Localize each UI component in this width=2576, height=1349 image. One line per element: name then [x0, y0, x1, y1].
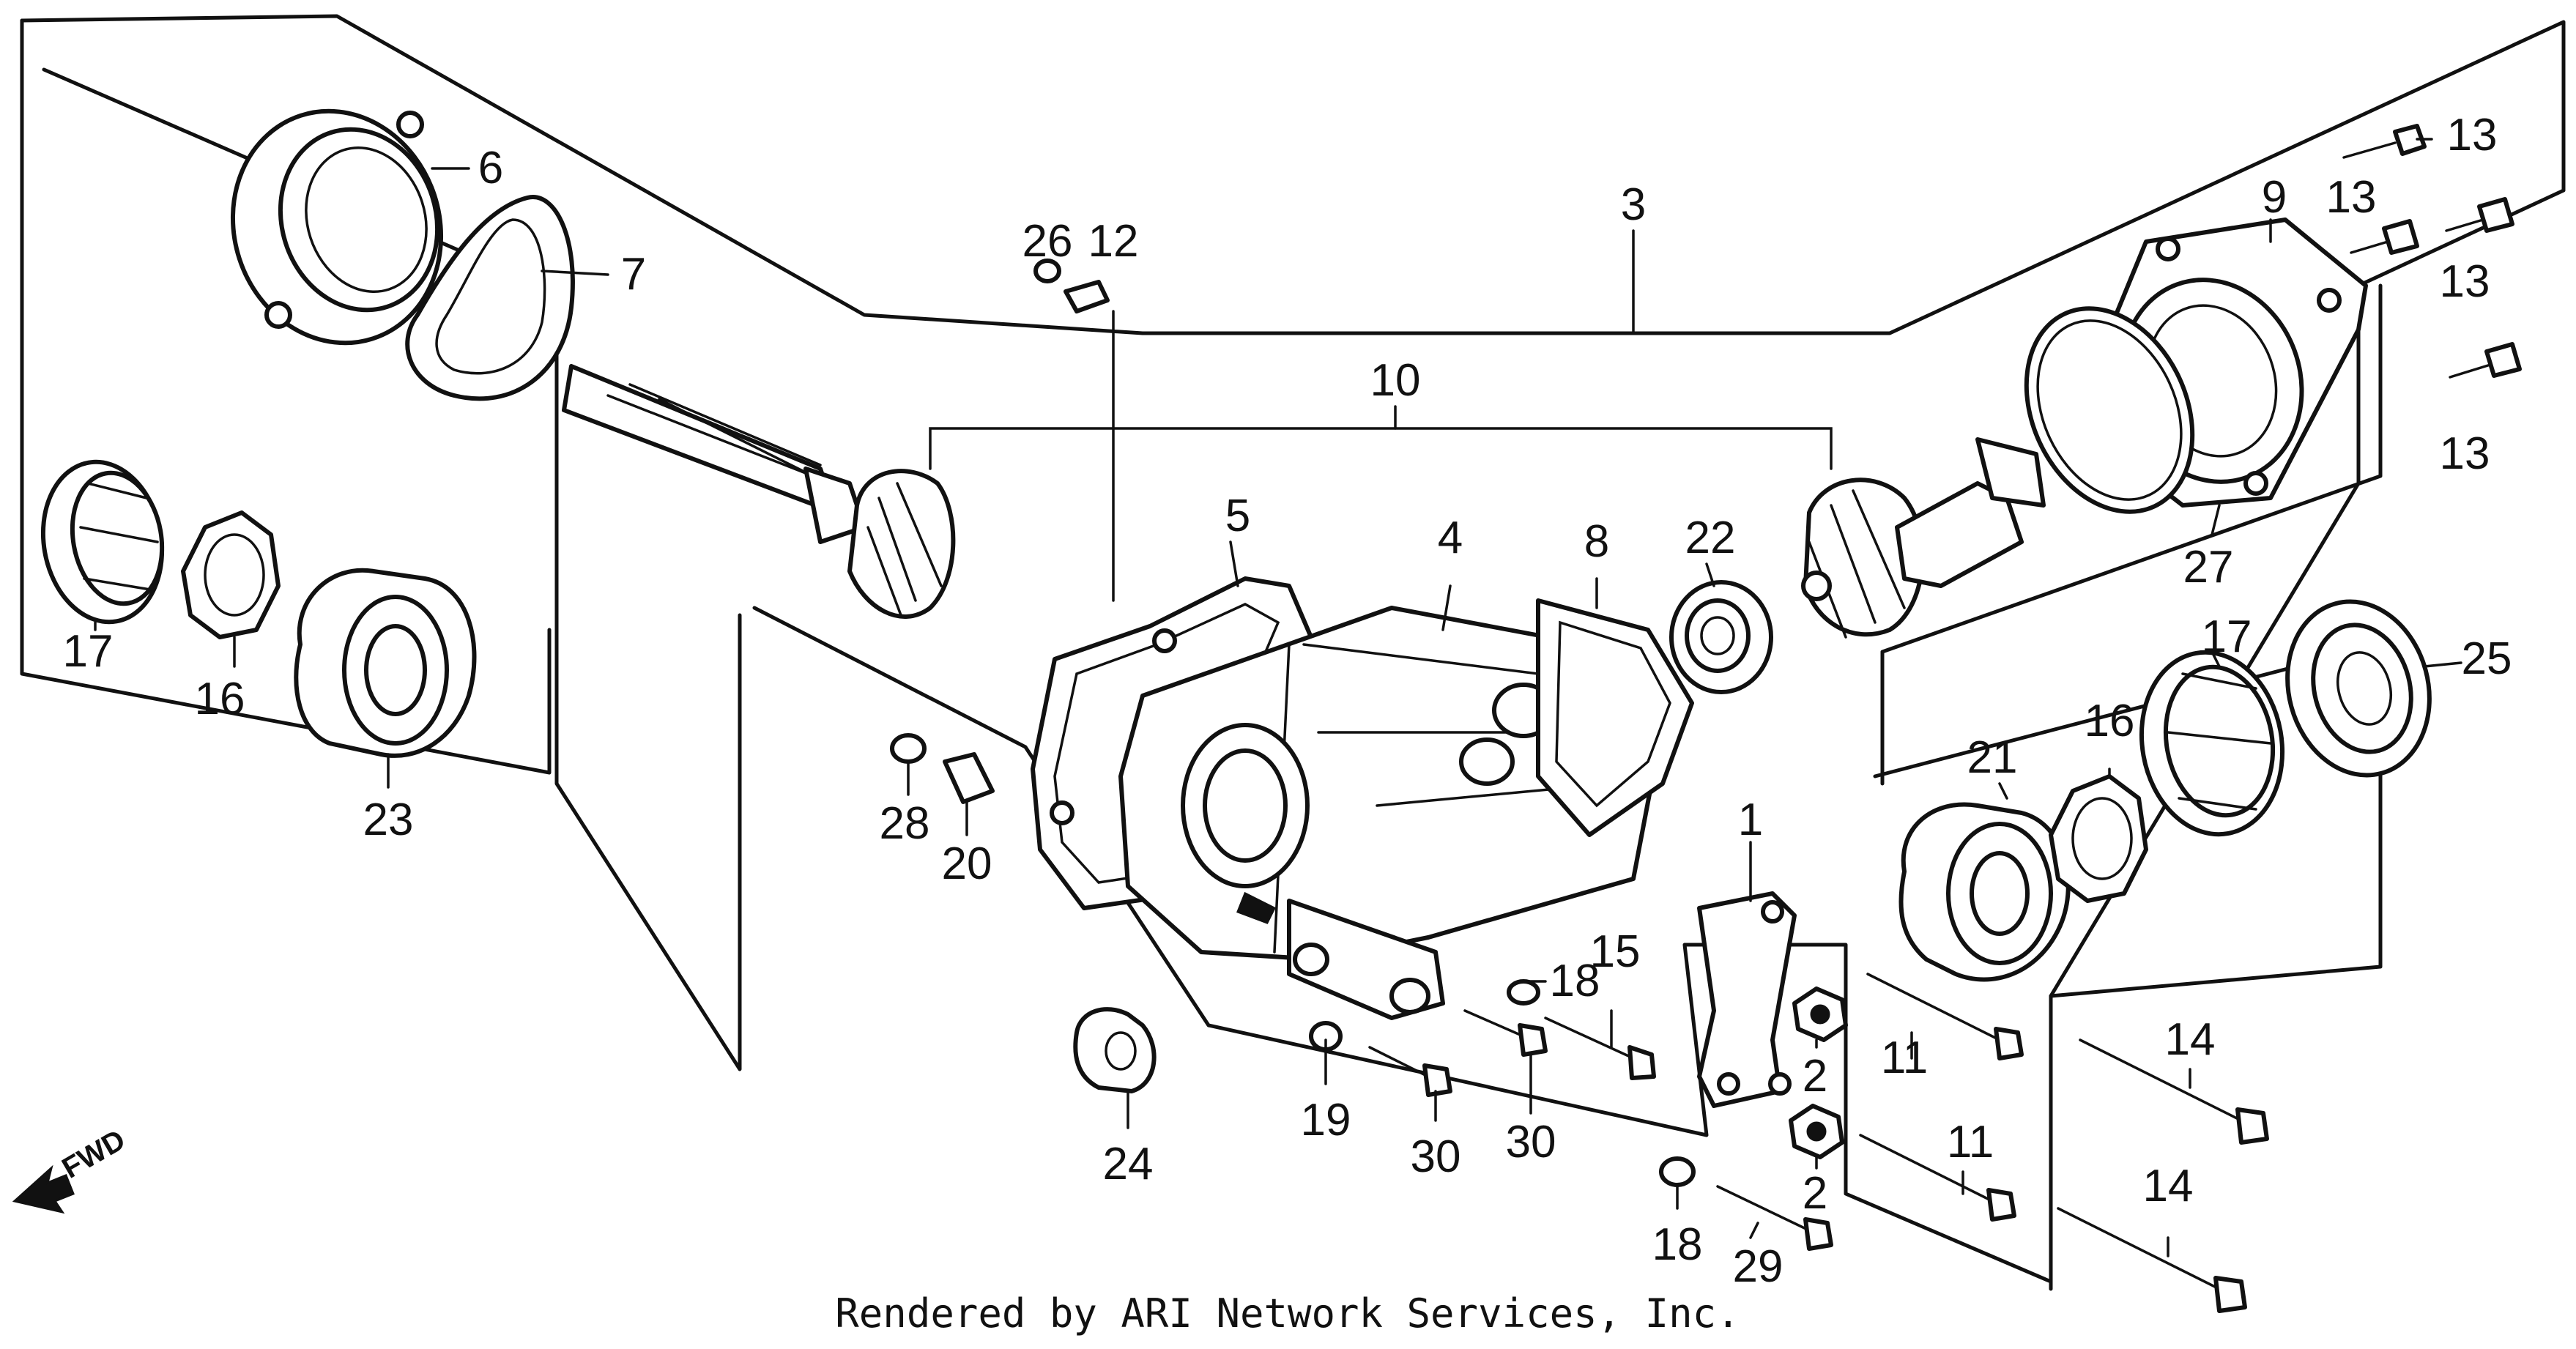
bolt-13-d — [2449, 342, 2522, 379]
callout-2: 2 — [1803, 1168, 1827, 1219]
callout-6: 6 — [478, 143, 503, 193]
nut-2-upper — [1792, 986, 1848, 1042]
callout-29: 29 — [1733, 1241, 1783, 1292]
left-group-frame — [20, 14, 2566, 1291]
bolt-13-b — [2350, 219, 2419, 255]
o-ring-27 — [2024, 306, 2195, 514]
fwd-direction-indicator: FWD — [12, 1123, 131, 1214]
callout-15: 15 — [1590, 926, 1641, 977]
gasket-8 — [1536, 598, 1694, 837]
lock-nut-16-right — [2049, 774, 2148, 903]
ball-bearing-22 — [1669, 580, 1773, 694]
callout-16: 16 — [2085, 696, 2135, 746]
callout-13: 13 — [2326, 172, 2377, 223]
bolt-30-left — [1368, 1046, 1452, 1097]
bolt-13-c — [2445, 197, 2514, 233]
cover-frame — [1880, 283, 2383, 786]
callout-25: 25 — [2462, 633, 2512, 684]
callout-22: 22 — [1685, 513, 1736, 563]
collar-24 — [1073, 1007, 1157, 1093]
callout-24: 24 — [1103, 1139, 1154, 1189]
callout-13: 13 — [2440, 256, 2490, 307]
callout-17: 17 — [63, 626, 114, 677]
callout-labels: 1 2 2 3 4 5 6 7 8 9 10 11 11 12 13 13 13… — [63, 110, 2512, 1292]
callout-30: 30 — [1411, 1131, 1461, 1182]
callout-16: 16 — [195, 674, 245, 724]
callout-28: 28 — [880, 798, 930, 849]
dowel-20 — [943, 752, 995, 804]
gear-set-bracket — [929, 427, 1833, 470]
gasket-7 — [405, 195, 575, 401]
callout-21: 21 — [1967, 732, 2018, 783]
gearbox-housing-4 — [1118, 606, 1665, 1020]
ball-bearing-23 — [294, 568, 477, 758]
bolt-13-a — [2342, 124, 2427, 159]
bolt-11-lower — [1859, 1134, 2016, 1222]
callout-9: 9 — [2262, 172, 2287, 223]
fwd-label: FWD — [57, 1123, 131, 1185]
callout-3: 3 — [1621, 179, 1646, 230]
bolt-30-right — [1463, 1009, 1548, 1057]
callout-4: 4 — [1438, 513, 1463, 563]
callout-23: 23 — [363, 795, 414, 845]
callout-18: 18 — [1550, 956, 1600, 1006]
callout-10: 10 — [1370, 355, 1421, 406]
washer-26 — [1033, 259, 1061, 283]
callout-26: 26 — [1022, 216, 1073, 267]
ring-gear — [1801, 437, 2046, 639]
callout-19: 19 — [1301, 1095, 1351, 1145]
callout-8: 8 — [1584, 516, 1609, 567]
pinion-shaft — [562, 364, 956, 619]
callout-27: 27 — [2183, 542, 2234, 592]
callout-11: 11 — [1947, 1117, 1994, 1167]
bearing-21 — [1898, 802, 2071, 982]
callout-14: 14 — [2165, 1014, 2216, 1065]
right-lower-frame — [1873, 642, 2383, 998]
breather-12 — [1064, 280, 1110, 313]
credit-text: Rendered by ARI Network Services, Inc. — [835, 1290, 1740, 1337]
nut-2-lower — [1789, 1104, 1844, 1159]
bolt-15 — [1544, 1017, 1656, 1080]
bearing-25 — [2285, 599, 2432, 778]
callout-7: 7 — [621, 249, 646, 300]
bolt-11-upper — [1866, 973, 2024, 1060]
callout-1: 1 — [1738, 795, 1763, 845]
callout-13: 13 — [2440, 428, 2490, 479]
left-upper-frame — [20, 18, 552, 775]
bearing-housing-6 — [230, 108, 444, 346]
bolt-14-upper — [2079, 1038, 2269, 1145]
callout-2: 2 — [1803, 1051, 1827, 1101]
callout-17: 17 — [2202, 612, 2252, 662]
oil-seal-17-right — [2139, 650, 2285, 837]
washer-18-upper — [1507, 979, 1540, 1006]
callout-5: 5 — [1225, 491, 1250, 541]
housing-frame — [752, 606, 1723, 1137]
leader-lines — [94, 138, 2462, 1257]
callout-12: 12 — [1088, 216, 1139, 267]
callout-11: 11 — [1881, 1033, 1928, 1083]
lock-nut-16-left — [181, 510, 281, 639]
bolt-29 — [1716, 1185, 1833, 1251]
oil-seal-17-left — [40, 459, 165, 625]
callout-20: 20 — [942, 839, 992, 889]
o-ring-28 — [890, 733, 927, 764]
callout-14: 14 — [2143, 1161, 2194, 1211]
washer-18-lower — [1659, 1156, 1696, 1187]
bracket-1 — [1697, 891, 1797, 1108]
callout-30: 30 — [1506, 1117, 1556, 1167]
callout-18: 18 — [1652, 1219, 1703, 1270]
bolt-14-lower — [2057, 1207, 2247, 1313]
callout-13: 13 — [2447, 110, 2498, 160]
